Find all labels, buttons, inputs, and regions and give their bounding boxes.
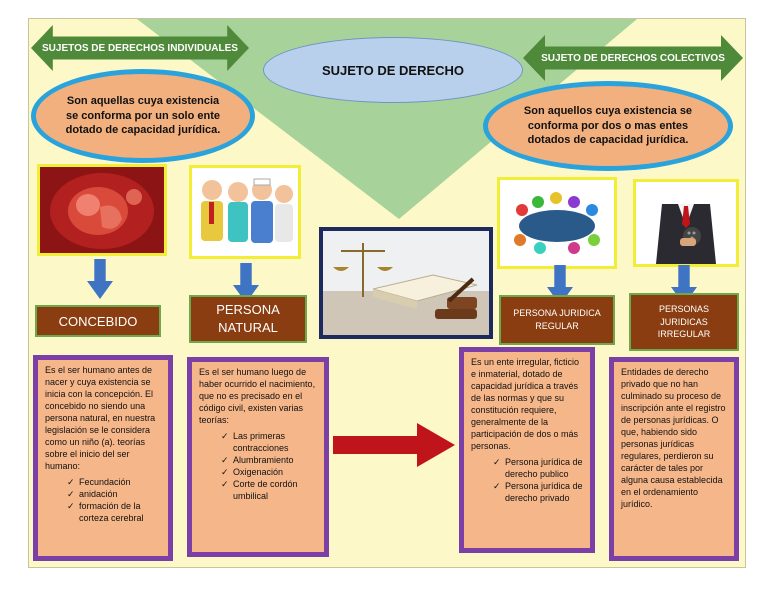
concebido-text: Es el ser humano antes de nacer y cuya e… [45, 365, 156, 471]
collective-definition: Son aquellos cuya existencia se conforma… [483, 81, 733, 171]
list-item: Fecundación [67, 477, 161, 489]
meeting-image [497, 177, 617, 269]
concebido-theories-list: Fecundación anidación formación de la co… [45, 477, 161, 525]
persona-natural-label: PERSONA NATURAL [189, 295, 307, 343]
concebido-description: Es el ser humano antes de nacer y cuya e… [33, 355, 173, 561]
personas-juridicas-irregular-label: PERSONAS JURIDICAS IRREGULAR [629, 293, 739, 351]
personas-juridicas-irregular-text: Entidades de derecho privado que no han … [621, 367, 726, 509]
persona-juridica-regular-text: Es un ente irregular, ficticio e inmater… [471, 357, 580, 451]
individual-subjects-label: SUJETOS DE DERECHOS INDIVIDUALES [42, 42, 238, 54]
list-item: formación de la corteza cerebral [67, 501, 161, 525]
list-item: Alumbramiento [221, 455, 317, 467]
red-connector-arrow [333, 423, 455, 467]
personas-juridicas-irregular-description: Entidades de derecho privado que no han … [609, 357, 739, 561]
concebido-label: CONCEBIDO [35, 305, 161, 337]
main-title: SUJETO DE DERECHO [263, 37, 523, 103]
persona-juridica-regular-label: PERSONA JURIDICA REGULAR [499, 295, 615, 345]
persona-natural-description: Es el ser humano luego de haber ocurrido… [187, 357, 329, 557]
people-image [189, 165, 301, 259]
persona-juridica-regular-description: Es un ente irregular, ficticio e inmater… [459, 347, 595, 553]
individual-definition: Son aquellas cuya existencia se conforma… [31, 69, 255, 163]
justice-scale-image [319, 227, 493, 339]
list-item: Persona jurídica de derecho publico [493, 457, 583, 481]
list-item: Oxigenación [221, 467, 317, 479]
persona-natural-text: Es el ser humano luego de haber ocurrido… [199, 367, 316, 425]
persona-juridica-types-list: Persona jurídica de derecho publico Pers… [471, 457, 583, 505]
list-item: Persona jurídica de derecho privado [493, 481, 583, 505]
list-item: Las primeras contracciones [221, 431, 317, 455]
businessman-image [633, 179, 739, 267]
concept-map-poster: SUJETOS DE DERECHOS INDIVIDUALES SUJETO … [28, 18, 746, 568]
collective-subjects-label: SUJETO DE DERECHOS COLECTIVOS [541, 52, 725, 64]
list-item: Corte de cordón umbilical [221, 479, 317, 503]
list-item: anidación [67, 489, 161, 501]
fetus-image [37, 164, 167, 256]
persona-natural-theories-list: Las primeras contracciones Alumbramiento… [199, 431, 317, 503]
